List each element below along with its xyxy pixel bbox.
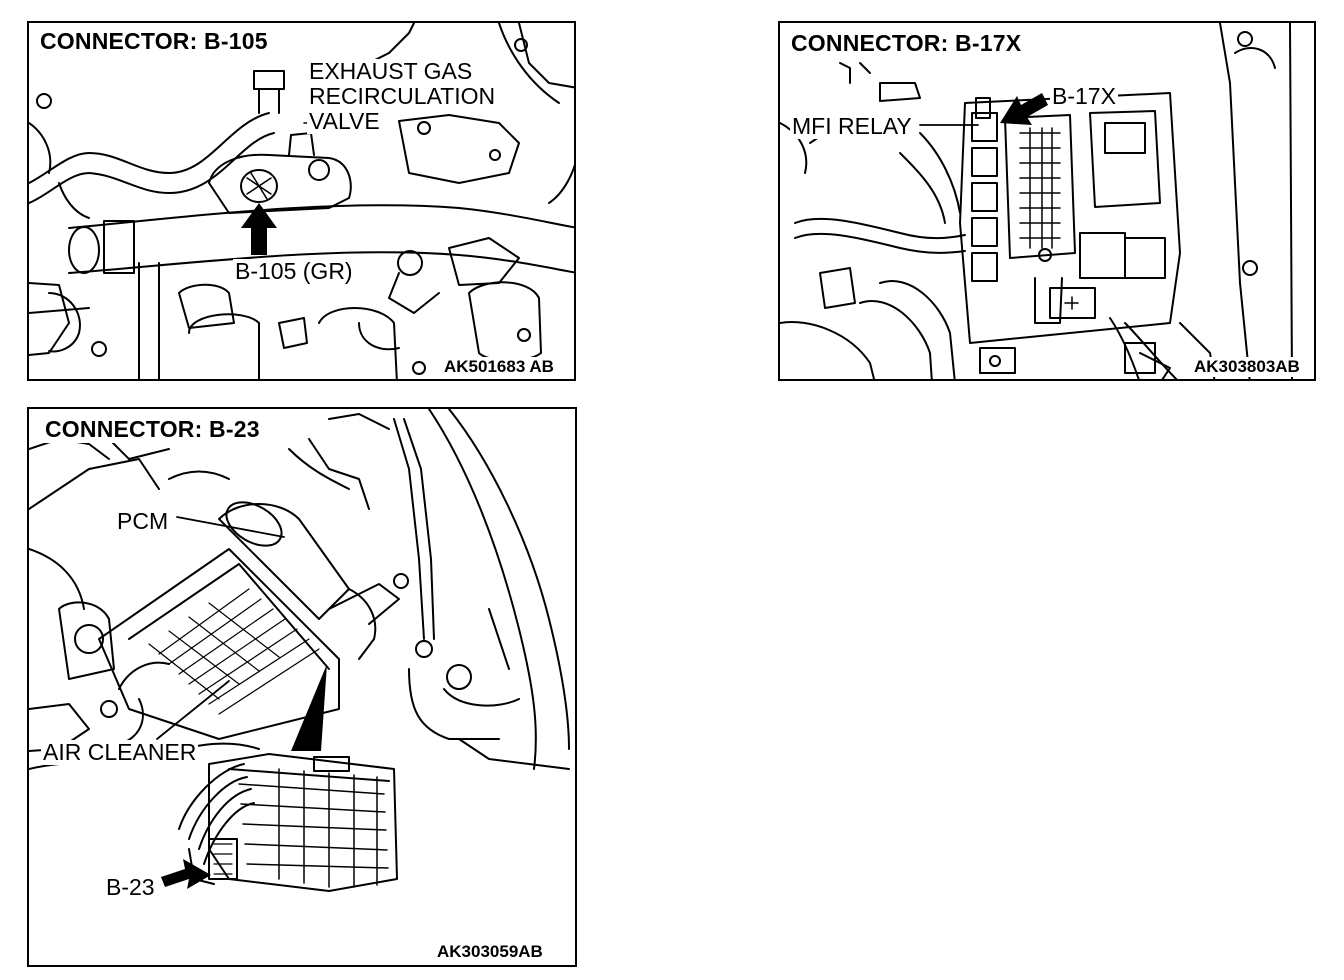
figure-code: AK501683 AB <box>441 357 557 377</box>
figure-code: AK303059AB <box>434 942 546 962</box>
panel-connector-b23: CONNECTOR: B-23 PCM AIR CLEANER B-23 AK3… <box>27 407 577 967</box>
panel-title: CONNECTOR: B-105 <box>37 28 271 55</box>
relay-box-illustration <box>780 23 1293 379</box>
pcm-label: PCM <box>115 508 171 534</box>
mfi-relay-label: MFI RELAY <box>790 113 914 139</box>
connector-label-b105: B-105 (GR) <box>233 258 355 284</box>
egr-valve-illustration <box>29 23 574 379</box>
pcm-illustration <box>29 409 570 892</box>
panel-title: CONNECTOR: B-17X <box>788 30 1025 57</box>
panel-connector-b17x: CONNECTOR: B-17X B-17X MFI RELAY AK30380… <box>778 21 1316 381</box>
panel-connector-b105: CONNECTOR: B-105 EXHAUST GAS RECIRCULATI… <box>27 21 576 381</box>
panel-title: CONNECTOR: B-23 <box>42 416 263 443</box>
connector-label-b23: B-23 <box>104 874 157 900</box>
egr-valve-label-line3: VALVE <box>307 108 382 134</box>
connector-label-b17x: B-17X <box>1050 83 1118 109</box>
figure-code: AK303803AB <box>1191 357 1303 377</box>
egr-valve-label-line2: RECIRCULATION <box>307 83 498 109</box>
egr-valve-label-line1: EXHAUST GAS <box>307 58 475 84</box>
air-cleaner-label: AIR CLEANER <box>41 739 199 765</box>
